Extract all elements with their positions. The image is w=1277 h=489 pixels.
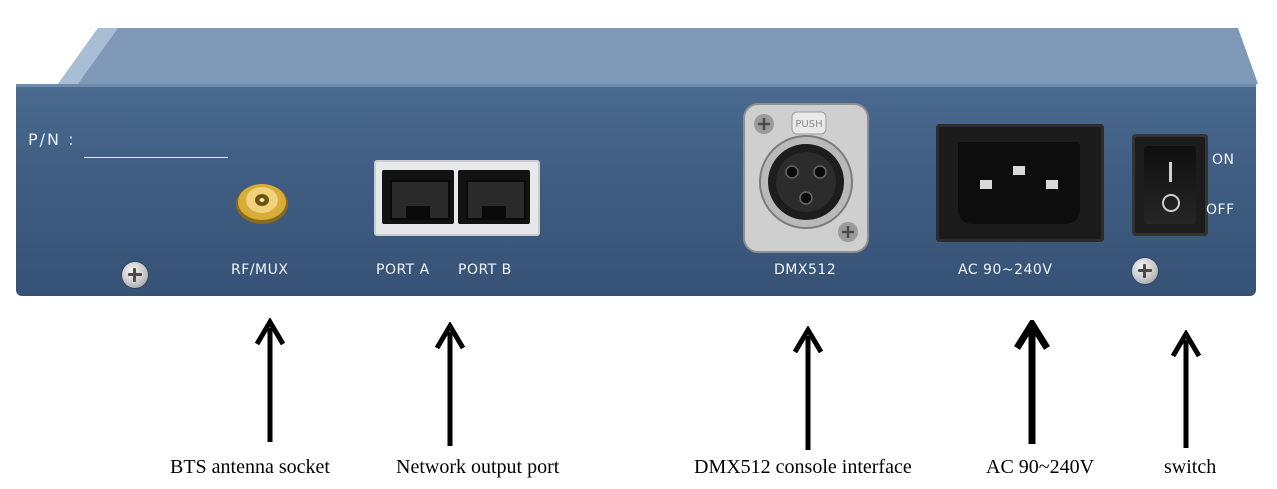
pn-underline <box>84 157 228 158</box>
switch-off-label: OFF <box>1206 202 1235 218</box>
port-b-label: PORT B <box>458 262 512 278</box>
device-top-surface <box>58 28 1258 84</box>
arrow-up-icon <box>1170 330 1202 448</box>
ac-power-inlet <box>936 124 1104 242</box>
ac-voltage-label: AC 90~240V <box>958 262 1053 278</box>
caption-network-output-port: Network output port <box>396 456 560 478</box>
port-a-label: PORT A <box>376 262 430 278</box>
port-b-jack <box>458 170 530 224</box>
rf-antenna-socket <box>236 184 288 224</box>
pn-label: P/N : <box>28 130 76 149</box>
front-panel-edge <box>16 84 1256 87</box>
caption-bts-antenna-socket: BTS antenna socket <box>170 456 330 478</box>
push-latch-label: PUSH <box>795 119 822 130</box>
ac-inlet-socket <box>958 142 1080 224</box>
arrow-up-icon <box>434 322 466 446</box>
port-a-jack <box>382 170 454 224</box>
dmx512-xlr-connector: PUSH <box>743 103 869 253</box>
power-rocker-switch <box>1132 134 1208 236</box>
dmx512-label: DMX512 <box>774 262 837 278</box>
arrow-up-icon <box>792 326 824 450</box>
switch-on-label: ON <box>1212 152 1235 168</box>
caption-dmx512-console-interface: DMX512 console interface <box>694 456 912 478</box>
arrow-up-icon <box>1014 320 1050 444</box>
caption-switch: switch <box>1164 456 1217 478</box>
rf-mux-label: RF/MUX <box>231 262 289 278</box>
screw-right-icon <box>1132 258 1158 284</box>
switch-off-mark-icon <box>1162 194 1180 212</box>
switch-rocker <box>1144 146 1196 224</box>
arrow-up-icon <box>254 318 286 442</box>
network-port-block <box>374 160 540 236</box>
caption-ac-voltage: AC 90~240V <box>986 456 1095 478</box>
switch-on-mark-icon <box>1169 162 1172 182</box>
screw-left-icon <box>122 262 148 288</box>
